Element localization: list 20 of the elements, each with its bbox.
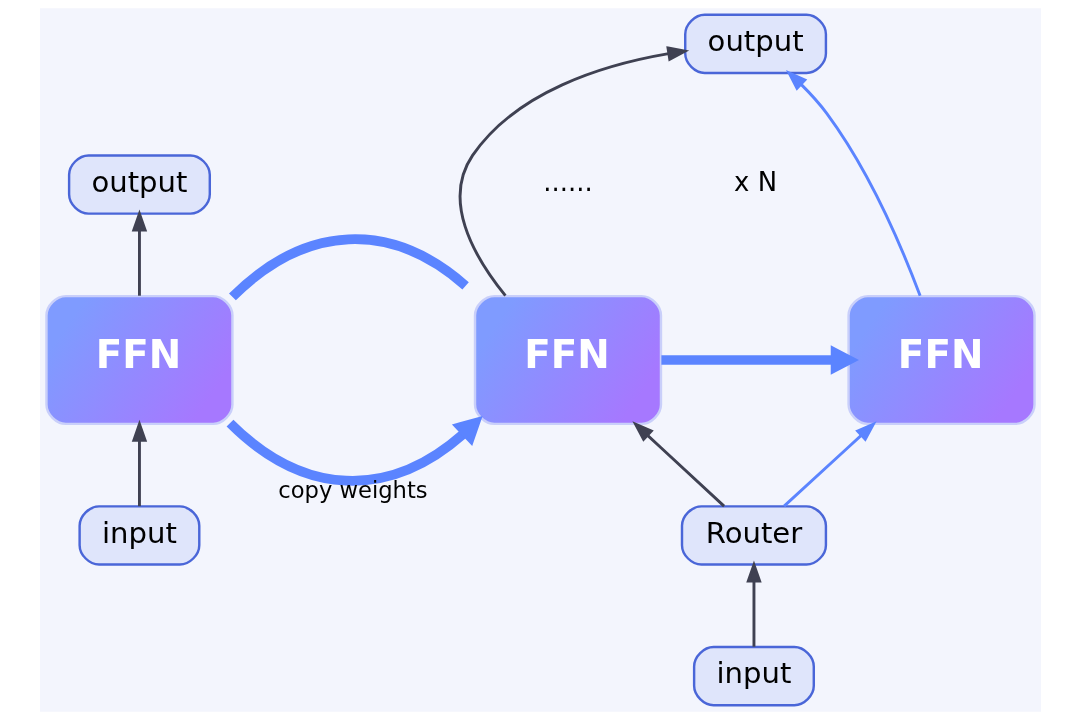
node-box: output [683, 13, 827, 75]
arrow [631, 421, 725, 508]
node-box: output [67, 154, 211, 215]
node-box: input [692, 645, 815, 707]
connector [228, 234, 469, 301]
arrow [131, 209, 147, 296]
label: ...... [542, 166, 593, 197]
arrow [782, 421, 877, 508]
arrow [131, 419, 147, 507]
node-box: Router [680, 505, 827, 566]
node-box: input [77, 505, 200, 566]
node-box: FFN [44, 294, 234, 426]
label: x N [733, 166, 777, 197]
arrow [660, 345, 859, 375]
arrow [458, 46, 689, 297]
arrow [785, 70, 921, 297]
edge-label: copy weights [277, 476, 428, 503]
node-box: FFN [846, 294, 1036, 426]
arrow [745, 560, 762, 647]
arrow [226, 415, 483, 486]
